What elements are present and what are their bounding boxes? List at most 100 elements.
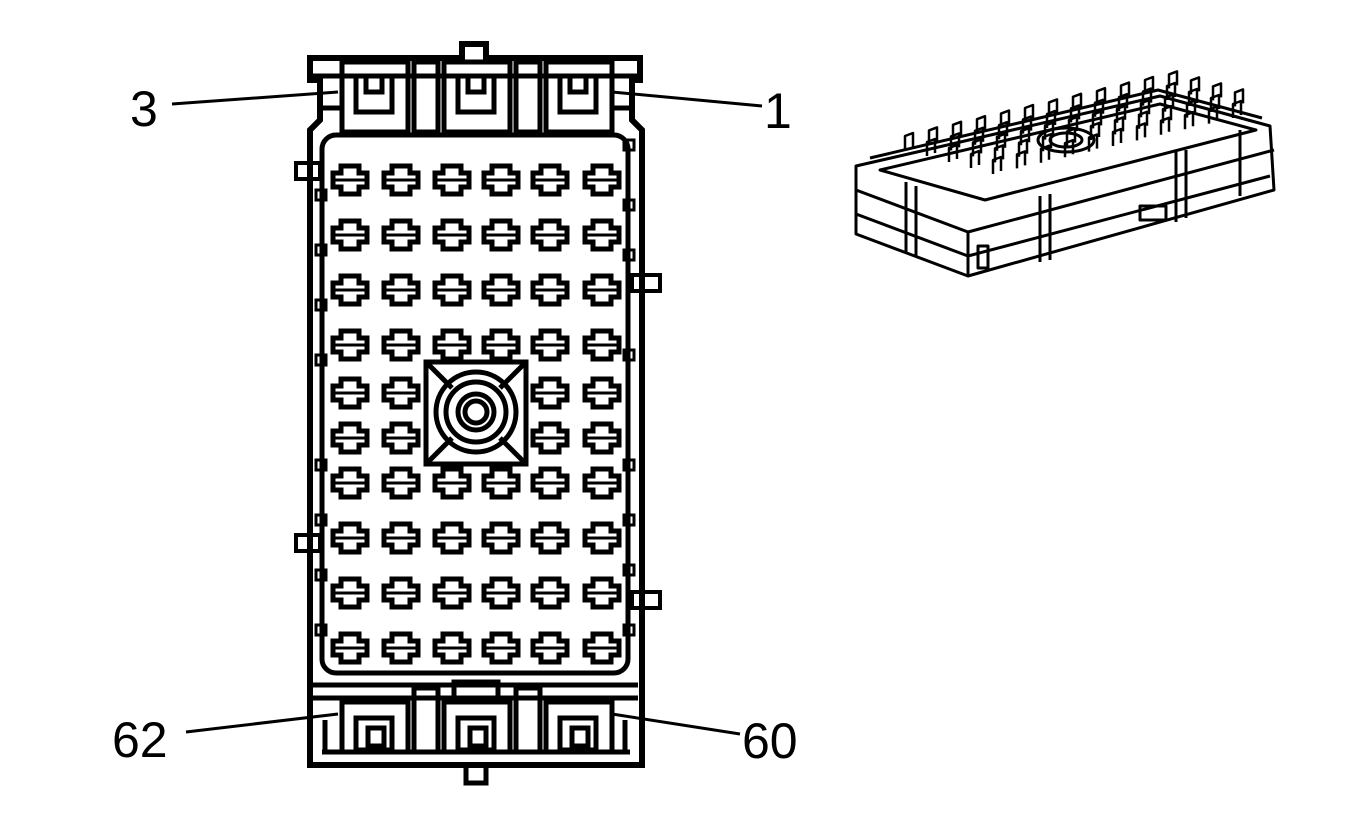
terminal-pin (481, 163, 521, 197)
iso-rib (1167, 70, 1179, 89)
terminal-pin (530, 576, 570, 610)
terminal-pin (330, 466, 370, 500)
connector-front-view: 3 1 62 60 (112, 41, 798, 786)
terminal-pin (582, 218, 622, 252)
iso-rib (1039, 144, 1051, 163)
terminal-pin (530, 521, 570, 555)
iso-rib (1091, 110, 1103, 129)
iso-rib (1065, 127, 1077, 146)
iso-rib (1143, 75, 1155, 94)
leader-line-pin-1 (611, 90, 763, 108)
iso-rib (1165, 81, 1177, 100)
terminal-pin (381, 576, 421, 610)
terminal-pin (381, 328, 421, 362)
terminal-pin (481, 466, 521, 500)
terminal-pin (582, 466, 622, 500)
iso-rib (973, 126, 985, 145)
iso-rib (1043, 121, 1055, 140)
terminal-pin (381, 521, 421, 555)
terminal-pin-grid (330, 163, 622, 665)
iso-rib (1017, 138, 1029, 157)
housing-outline (307, 41, 645, 768)
terminal-pin (481, 328, 521, 362)
center-bolt-boss (423, 359, 529, 467)
terminal-pin (381, 376, 421, 410)
iso-rib (1093, 98, 1105, 117)
iso-rib (1207, 105, 1219, 124)
terminal-pin (582, 163, 622, 197)
terminal-pin (481, 576, 521, 610)
pin-face (319, 132, 631, 676)
iso-rib (949, 132, 961, 151)
terminal-pin (432, 218, 472, 252)
iso-rib (1023, 103, 1035, 122)
iso-rib (947, 143, 959, 162)
terminal-pin (330, 163, 370, 197)
iso-rib (1115, 104, 1127, 123)
leader-line-pin-60 (611, 712, 741, 736)
leader-lines (171, 90, 763, 736)
side-latches (294, 161, 662, 610)
iso-rib (1045, 109, 1057, 128)
terminal-pin (432, 328, 472, 362)
iso-rib (1113, 116, 1125, 135)
iso-rib (995, 132, 1007, 151)
iso-rib (1021, 115, 1033, 134)
iso-rib (1067, 115, 1079, 134)
iso-rib (927, 126, 939, 145)
terminal-pin (432, 521, 472, 555)
pin-label-62: 62 (112, 712, 168, 768)
iso-rib (951, 120, 963, 139)
terminal-pin (530, 421, 570, 455)
iso-rib (971, 138, 983, 157)
iso-rib (1159, 116, 1171, 135)
terminal-pin (530, 218, 570, 252)
terminal-pin (381, 466, 421, 500)
iso-rib (1139, 98, 1151, 118)
iso-body-outline (854, 94, 1276, 278)
iso-rib (1071, 92, 1083, 111)
iso-rib (1119, 81, 1131, 100)
terminal-pin (481, 521, 521, 555)
iso-rib (991, 155, 1003, 174)
iso-rib (1089, 121, 1101, 140)
iso-rib (969, 149, 981, 168)
terminal-pin (432, 466, 472, 500)
iso-rib (1117, 92, 1129, 112)
iso-rib (925, 137, 937, 156)
iso-rib (1211, 82, 1223, 101)
terminal-pin (432, 576, 472, 610)
iso-rib (1063, 138, 1075, 158)
iso-rib (1233, 88, 1245, 107)
terminal-pin (330, 631, 370, 665)
terminal-pin (582, 421, 622, 455)
terminal-pin (582, 631, 622, 665)
terminal-pin (381, 421, 421, 455)
bottom-cavity-row (312, 679, 638, 786)
iso-rib (1183, 110, 1195, 130)
terminal-pin (530, 631, 570, 665)
pin-label-3: 3 (130, 81, 158, 137)
pin-label-60: 60 (742, 713, 798, 769)
terminal-pin (481, 631, 521, 665)
iso-rib (1069, 104, 1081, 123)
terminal-pin (582, 576, 622, 610)
terminal-pin (330, 218, 370, 252)
terminal-pin (582, 328, 622, 362)
terminal-pin (481, 218, 521, 252)
terminal-pin (330, 273, 370, 307)
iso-rib (975, 114, 987, 134)
terminal-pin (432, 273, 472, 307)
terminal-pin (582, 376, 622, 410)
terminal-pin (330, 521, 370, 555)
leader-line-pin-62 (185, 712, 339, 734)
terminal-pin (481, 273, 521, 307)
terminal-pin (530, 273, 570, 307)
iso-rib (903, 131, 915, 150)
terminal-pin (530, 163, 570, 197)
iso-rib (1141, 87, 1153, 106)
leader-line-pin-3 (171, 90, 339, 106)
iso-rib (1135, 122, 1147, 141)
iso-rib (1047, 98, 1059, 117)
